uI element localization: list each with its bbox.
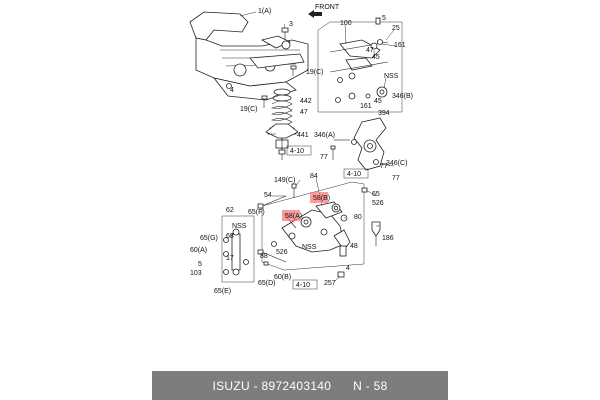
highlight-58a bbox=[282, 210, 300, 221]
callout-nss2[interactable]: NSS bbox=[232, 223, 247, 230]
callout-394[interactable]: 394 bbox=[378, 110, 390, 117]
callout-58b[interactable]: 58(B) bbox=[313, 195, 330, 202]
callout-58a[interactable]: 58(A) bbox=[285, 213, 302, 220]
frame-crossmember bbox=[189, 11, 309, 101]
callout-161a[interactable]: 161 bbox=[394, 42, 406, 49]
callout-346c[interactable]: 346(C) bbox=[386, 160, 407, 167]
nut-257 bbox=[337, 271, 345, 278]
callout-17[interactable]: 17 bbox=[226, 255, 234, 262]
bolt-77a bbox=[330, 145, 336, 160]
callout-84[interactable]: 84 bbox=[310, 173, 318, 180]
callout-441[interactable]: 441 bbox=[297, 132, 309, 139]
bolt-19c-upper bbox=[290, 65, 297, 76]
callout-77a[interactable]: 77 bbox=[320, 154, 328, 161]
callout-346a[interactable]: 346(A) bbox=[314, 132, 335, 139]
callout-5[interactable]: 5 bbox=[382, 15, 386, 22]
callout-161b[interactable]: 161 bbox=[360, 103, 372, 110]
ball-joint-186 bbox=[371, 221, 381, 246]
callout-346b[interactable]: 346(B) bbox=[392, 93, 413, 100]
callout-62[interactable]: 62 bbox=[226, 207, 234, 214]
callout-65f[interactable]: 65(F) bbox=[248, 209, 265, 216]
highlight-58b bbox=[310, 192, 328, 203]
part-footer-bar: ISUZU - 8972403140 N - 58 bbox=[152, 371, 448, 400]
callout-45a[interactable]: 45 bbox=[372, 54, 380, 61]
section-ref-2[interactable]: 4-10 bbox=[343, 168, 369, 179]
exploded-parts-diagram: FRONT bbox=[189, 4, 413, 295]
callout-45b[interactable]: 45 bbox=[374, 98, 382, 105]
part-number: 8972403140 bbox=[261, 378, 332, 393]
footer-gap bbox=[331, 379, 353, 393]
callout-526a[interactable]: 526 bbox=[276, 249, 288, 256]
callout-nss1[interactable]: NSS bbox=[384, 73, 399, 80]
callout-77b[interactable]: 77 bbox=[392, 175, 400, 182]
callout-257[interactable]: 257 bbox=[324, 280, 336, 287]
steering-knuckle bbox=[334, 117, 395, 171]
callout-19c2[interactable]: 19(C) bbox=[240, 106, 258, 113]
section-ref-3[interactable]: 4-10 bbox=[292, 279, 318, 290]
front-label: FRONT bbox=[315, 4, 340, 11]
callout-186[interactable]: 186 bbox=[382, 235, 394, 242]
section-ref-1-text: 4-10 bbox=[290, 148, 304, 155]
callout-65g[interactable]: 65(G) bbox=[200, 235, 218, 242]
front-arrow-icon bbox=[308, 10, 322, 18]
callout-25[interactable]: 25 bbox=[392, 25, 400, 32]
callout-65d[interactable]: 65(D) bbox=[258, 280, 276, 287]
callout-47a[interactable]: 47 bbox=[366, 47, 374, 54]
callout-149c[interactable]: 149(C) bbox=[274, 177, 295, 184]
callout-60a[interactable]: 60(A) bbox=[190, 247, 207, 254]
callout-3[interactable]: 3 bbox=[289, 21, 293, 28]
callout-19c1[interactable]: 19(C) bbox=[306, 69, 324, 76]
callout-65e[interactable]: 65(E) bbox=[214, 288, 231, 295]
brand-name: ISUZU bbox=[212, 378, 250, 393]
callout-4a[interactable]: 4 bbox=[230, 87, 234, 94]
section-ref-3-text: 4-10 bbox=[296, 282, 310, 289]
bolt-65 bbox=[361, 187, 368, 193]
callout-88[interactable]: 88 bbox=[260, 253, 268, 260]
callout-68[interactable]: 68 bbox=[226, 233, 234, 240]
bolt-149c bbox=[291, 183, 297, 198]
callout-526b[interactable]: 526 bbox=[372, 200, 384, 207]
callout-1a[interactable]: 1(A) bbox=[258, 8, 271, 15]
callout-54[interactable]: 54 bbox=[264, 192, 272, 199]
callout-5b[interactable]: 5 bbox=[198, 261, 202, 268]
callout-reference: N - 58 bbox=[353, 378, 388, 393]
callout-103[interactable]: 103 bbox=[190, 270, 202, 277]
callout-60b[interactable]: 60(B) bbox=[274, 274, 291, 281]
stabilizer-link-box bbox=[221, 215, 255, 283]
callout-442[interactable]: 442 bbox=[300, 98, 312, 105]
callout-nss3[interactable]: NSS bbox=[302, 244, 317, 251]
section-ref-1[interactable]: 4-10 bbox=[286, 145, 312, 156]
callout-77c[interactable]: 77 bbox=[380, 163, 388, 170]
upper-arm-detail-box bbox=[317, 17, 403, 113]
callout-80[interactable]: 80 bbox=[354, 214, 362, 221]
coil-spring bbox=[265, 88, 299, 160]
bolt-60b bbox=[257, 249, 287, 263]
callout-65[interactable]: 65 bbox=[372, 191, 380, 198]
bolt-54 bbox=[257, 195, 287, 209]
bolt-65d bbox=[263, 261, 269, 266]
section-ref-2-text: 4-10 bbox=[347, 171, 361, 178]
callout-4b[interactable]: 4 bbox=[346, 265, 350, 272]
callout-48[interactable]: 48 bbox=[350, 243, 358, 250]
callout-100[interactable]: 100 bbox=[340, 20, 352, 27]
bolt-19c-lower bbox=[261, 95, 268, 108]
footer-separator: - bbox=[249, 378, 262, 393]
callout-47b[interactable]: 47 bbox=[300, 109, 308, 116]
